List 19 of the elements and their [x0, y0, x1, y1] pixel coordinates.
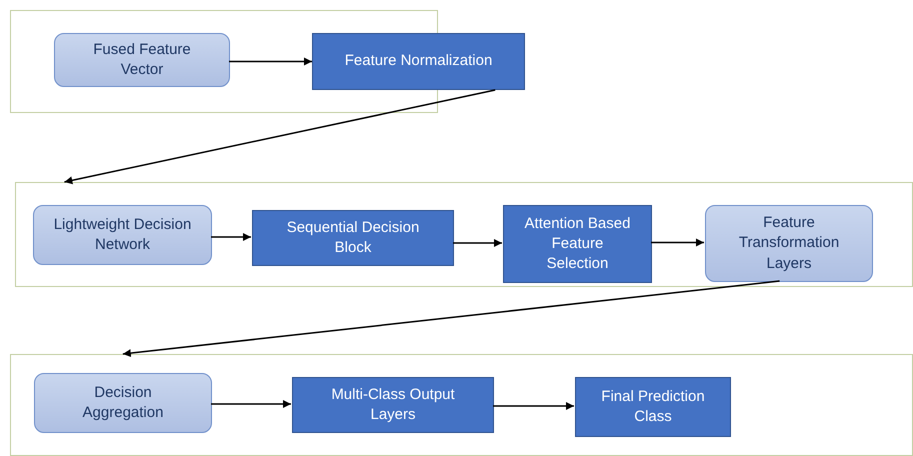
rounded-process-box: Lightweight Decision Network: [33, 205, 212, 265]
arrow: [122, 280, 780, 358]
rounded-process-box: Fused Feature Vector: [54, 33, 230, 87]
arrow: [64, 89, 496, 184]
process-box: Feature Normalization: [312, 33, 525, 90]
stage-panel: [10, 354, 913, 456]
arrow: [211, 233, 251, 241]
arrow: [453, 239, 502, 247]
arrow: [229, 58, 312, 66]
rounded-process-box: Feature Transformation Layers: [705, 205, 873, 282]
rounded-process-box: Decision Aggregation: [34, 373, 212, 433]
process-box: Final Prediction Class: [575, 377, 731, 437]
stage-panel: [15, 182, 913, 287]
process-box: Attention Based Feature Selection: [503, 205, 652, 283]
arrow: [211, 400, 291, 408]
process-box: Multi-Class Output Layers: [292, 377, 494, 433]
process-box: Sequential Decision Block: [252, 210, 454, 266]
arrow: [651, 238, 704, 246]
arrow: [493, 402, 574, 410]
